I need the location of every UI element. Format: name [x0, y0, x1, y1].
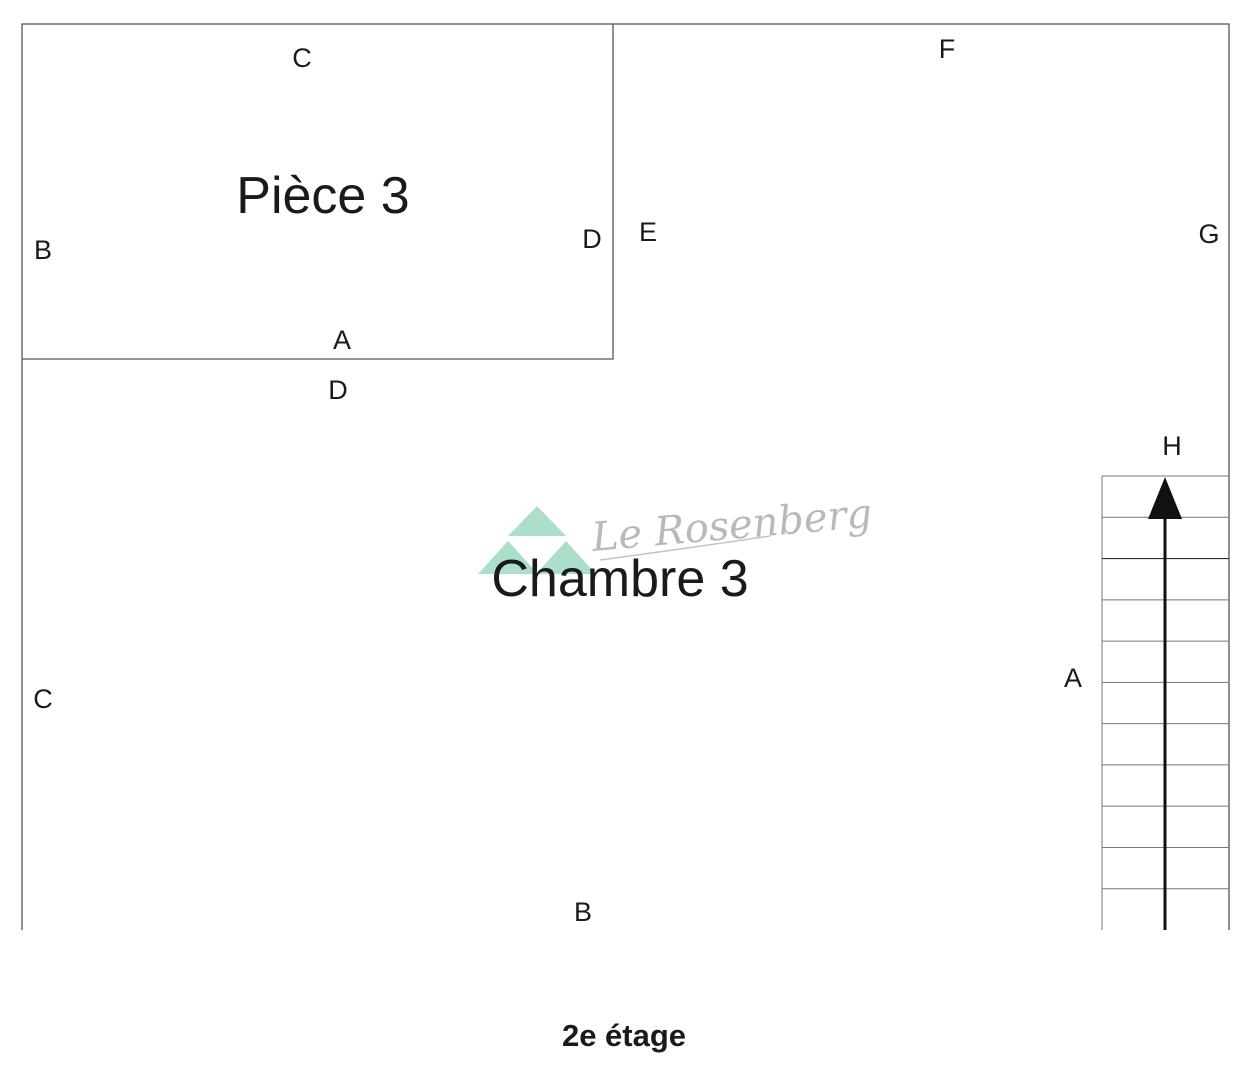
- chambre-3-name: Chambre 3: [491, 550, 748, 608]
- hallway-wall-e: E: [639, 217, 657, 247]
- staircase: [1101, 475, 1229, 930]
- piece-3-wall-a: A: [333, 325, 351, 355]
- piece-3-wall-b: B: [34, 235, 52, 265]
- hallway-wall-f: F: [939, 34, 956, 64]
- logo-triangle-left-icon: [478, 541, 538, 574]
- logo-triangle-top-icon: [508, 506, 566, 536]
- chambre-3-wall-b: B: [574, 897, 592, 927]
- stair-direction-arrow-icon: [1148, 477, 1182, 519]
- chambre-3-wall-c: C: [33, 684, 53, 714]
- outer-wall: [21, 23, 1230, 930]
- logo-triangle-right-icon: [536, 541, 596, 574]
- logo-swash: [599, 535, 771, 561]
- chambre-3-wall-a: A: [1064, 663, 1082, 693]
- piece-3-wall: [22, 24, 614, 360]
- piece-3-wall-c: C: [292, 43, 312, 73]
- hallway-wall-g: G: [1198, 219, 1219, 249]
- stairs-label-h: H: [1162, 431, 1182, 461]
- piece-3-name: Pièce 3: [236, 167, 409, 225]
- floor-title: 2e étage: [562, 1018, 686, 1053]
- chambre-3-wall-d: D: [328, 375, 348, 405]
- piece-3-wall-d: D: [582, 224, 602, 254]
